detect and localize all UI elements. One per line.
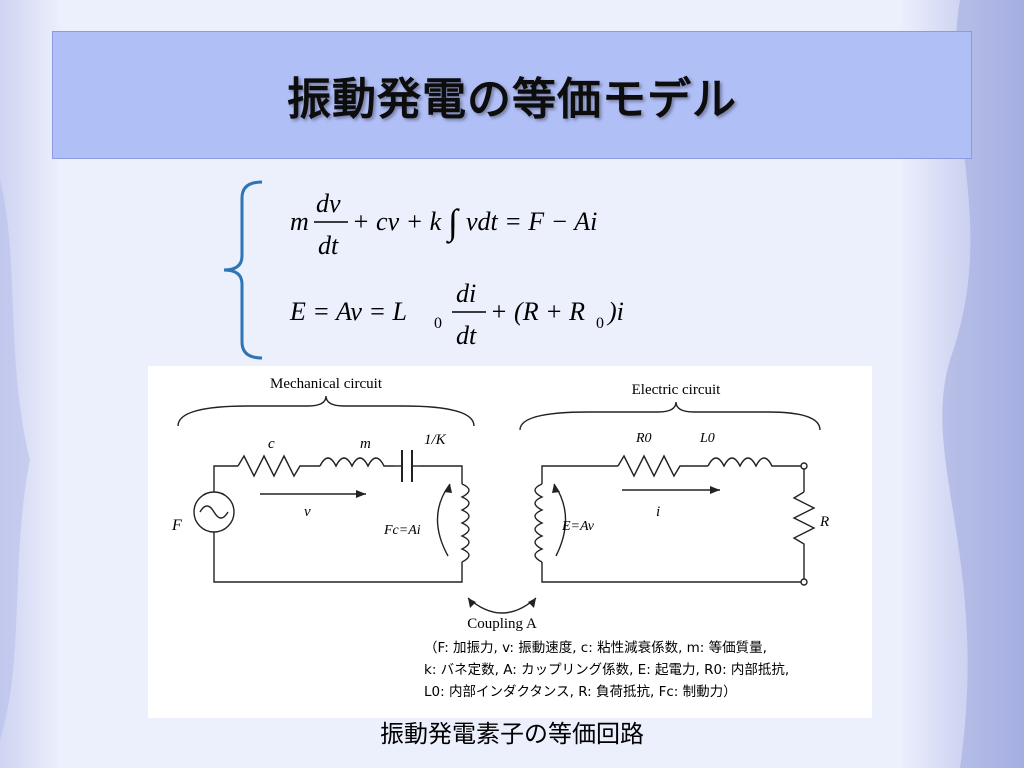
circuit-diagram-panel: Mechanical circuit Electric circuit c m … xyxy=(148,366,872,718)
eq2-terms: + (R + R xyxy=(490,297,585,326)
electric-brace xyxy=(519,401,821,431)
terminal-top xyxy=(800,462,808,470)
legend-line-3: L0: 内部インダクタンス, R: 負荷抵抗, Fc: 制動力） xyxy=(424,684,737,700)
integral-sign: ∫ xyxy=(446,202,460,244)
figure-caption: 振動発電素子の等価回路 xyxy=(380,720,644,748)
eq2-subscript-0: 0 xyxy=(434,315,442,332)
label-c: c xyxy=(268,436,275,452)
brake-force-arrow xyxy=(436,483,451,557)
label-load: R xyxy=(819,514,829,530)
eq2-numerator: di xyxy=(456,279,476,308)
label-m: m xyxy=(360,436,371,452)
eq1-numerator: dv xyxy=(316,189,341,218)
title-banner: 振動発電の等価モデル xyxy=(52,31,972,159)
label-current: i xyxy=(656,504,660,520)
coupling-arrow-right xyxy=(528,598,536,608)
emf-arrow-head xyxy=(552,484,560,493)
velocity-arrow-head xyxy=(356,490,366,498)
coupling-label: Coupling A xyxy=(467,616,537,632)
label-brake-force: Fc=Ai xyxy=(383,523,421,538)
eq1-terms: + cv + k xyxy=(352,207,442,236)
eq2-denominator: dt xyxy=(456,321,477,350)
eq1-rhs: vdt = F − Ai xyxy=(466,207,597,236)
mech-wire-top-left xyxy=(213,465,238,492)
elec-coil xyxy=(534,483,544,563)
current-arrow-head xyxy=(710,486,720,494)
damper-resistor xyxy=(237,454,320,478)
mech-wire-bottom xyxy=(213,532,463,583)
label-velocity: v xyxy=(304,504,311,520)
mass-inductor xyxy=(319,457,394,468)
equation-electric: E = Av = L 0 di dt + (R + R 0 )i xyxy=(289,279,624,350)
eq1-m: m xyxy=(290,207,309,236)
terminal-bottom xyxy=(800,578,808,586)
left-brace xyxy=(223,180,263,360)
ac-source xyxy=(193,491,235,533)
equation-motion: m dv dt + cv + k ∫ vdt = F − Ai xyxy=(290,189,597,260)
label-r0: R0 xyxy=(635,431,652,446)
mechanical-circuit-title: Mechanical circuit xyxy=(270,376,383,392)
internal-inductor xyxy=(707,457,805,492)
eq2-tail: )i xyxy=(606,297,624,326)
mech-coil xyxy=(460,483,470,563)
label-emf: E=Av xyxy=(561,519,595,534)
equation-system: m dv dt + cv + k ∫ vdt = F − Ai E = Av =… xyxy=(223,180,624,360)
brake-arrow-head xyxy=(444,484,452,493)
elec-wire-bottom xyxy=(541,562,804,583)
internal-resistor xyxy=(617,454,708,478)
label-capacitance: 1/K xyxy=(424,432,447,448)
elec-wire-top xyxy=(541,465,618,484)
mech-wire-right xyxy=(420,465,463,484)
slide-title: 振動発電の等価モデル xyxy=(287,74,737,125)
load-resistor xyxy=(792,491,816,582)
eq2-lhs: E = Av = L xyxy=(289,297,407,326)
label-l0: L0 xyxy=(699,431,715,446)
circuit-diagram: Mechanical circuit Electric circuit c m … xyxy=(171,376,829,700)
coupling-arrow-left xyxy=(468,598,476,608)
mechanical-brace xyxy=(177,395,475,427)
ac-source-wave xyxy=(199,505,229,519)
eq1-denominator: dt xyxy=(318,231,339,260)
legend-line-2: k: バネ定数, A: カップリング係数, E: 起電力, R0: 内部抵抗, xyxy=(424,662,789,678)
legend-line-1: （F: 加振力, v: 振動速度, c: 粘性減衰係数, m: 等価質量, xyxy=(424,639,767,656)
label-force: F xyxy=(171,517,182,534)
electric-circuit-title: Electric circuit xyxy=(632,382,722,398)
coupling-arc xyxy=(467,597,537,614)
eq2-subscript-1: 0 xyxy=(596,315,604,332)
